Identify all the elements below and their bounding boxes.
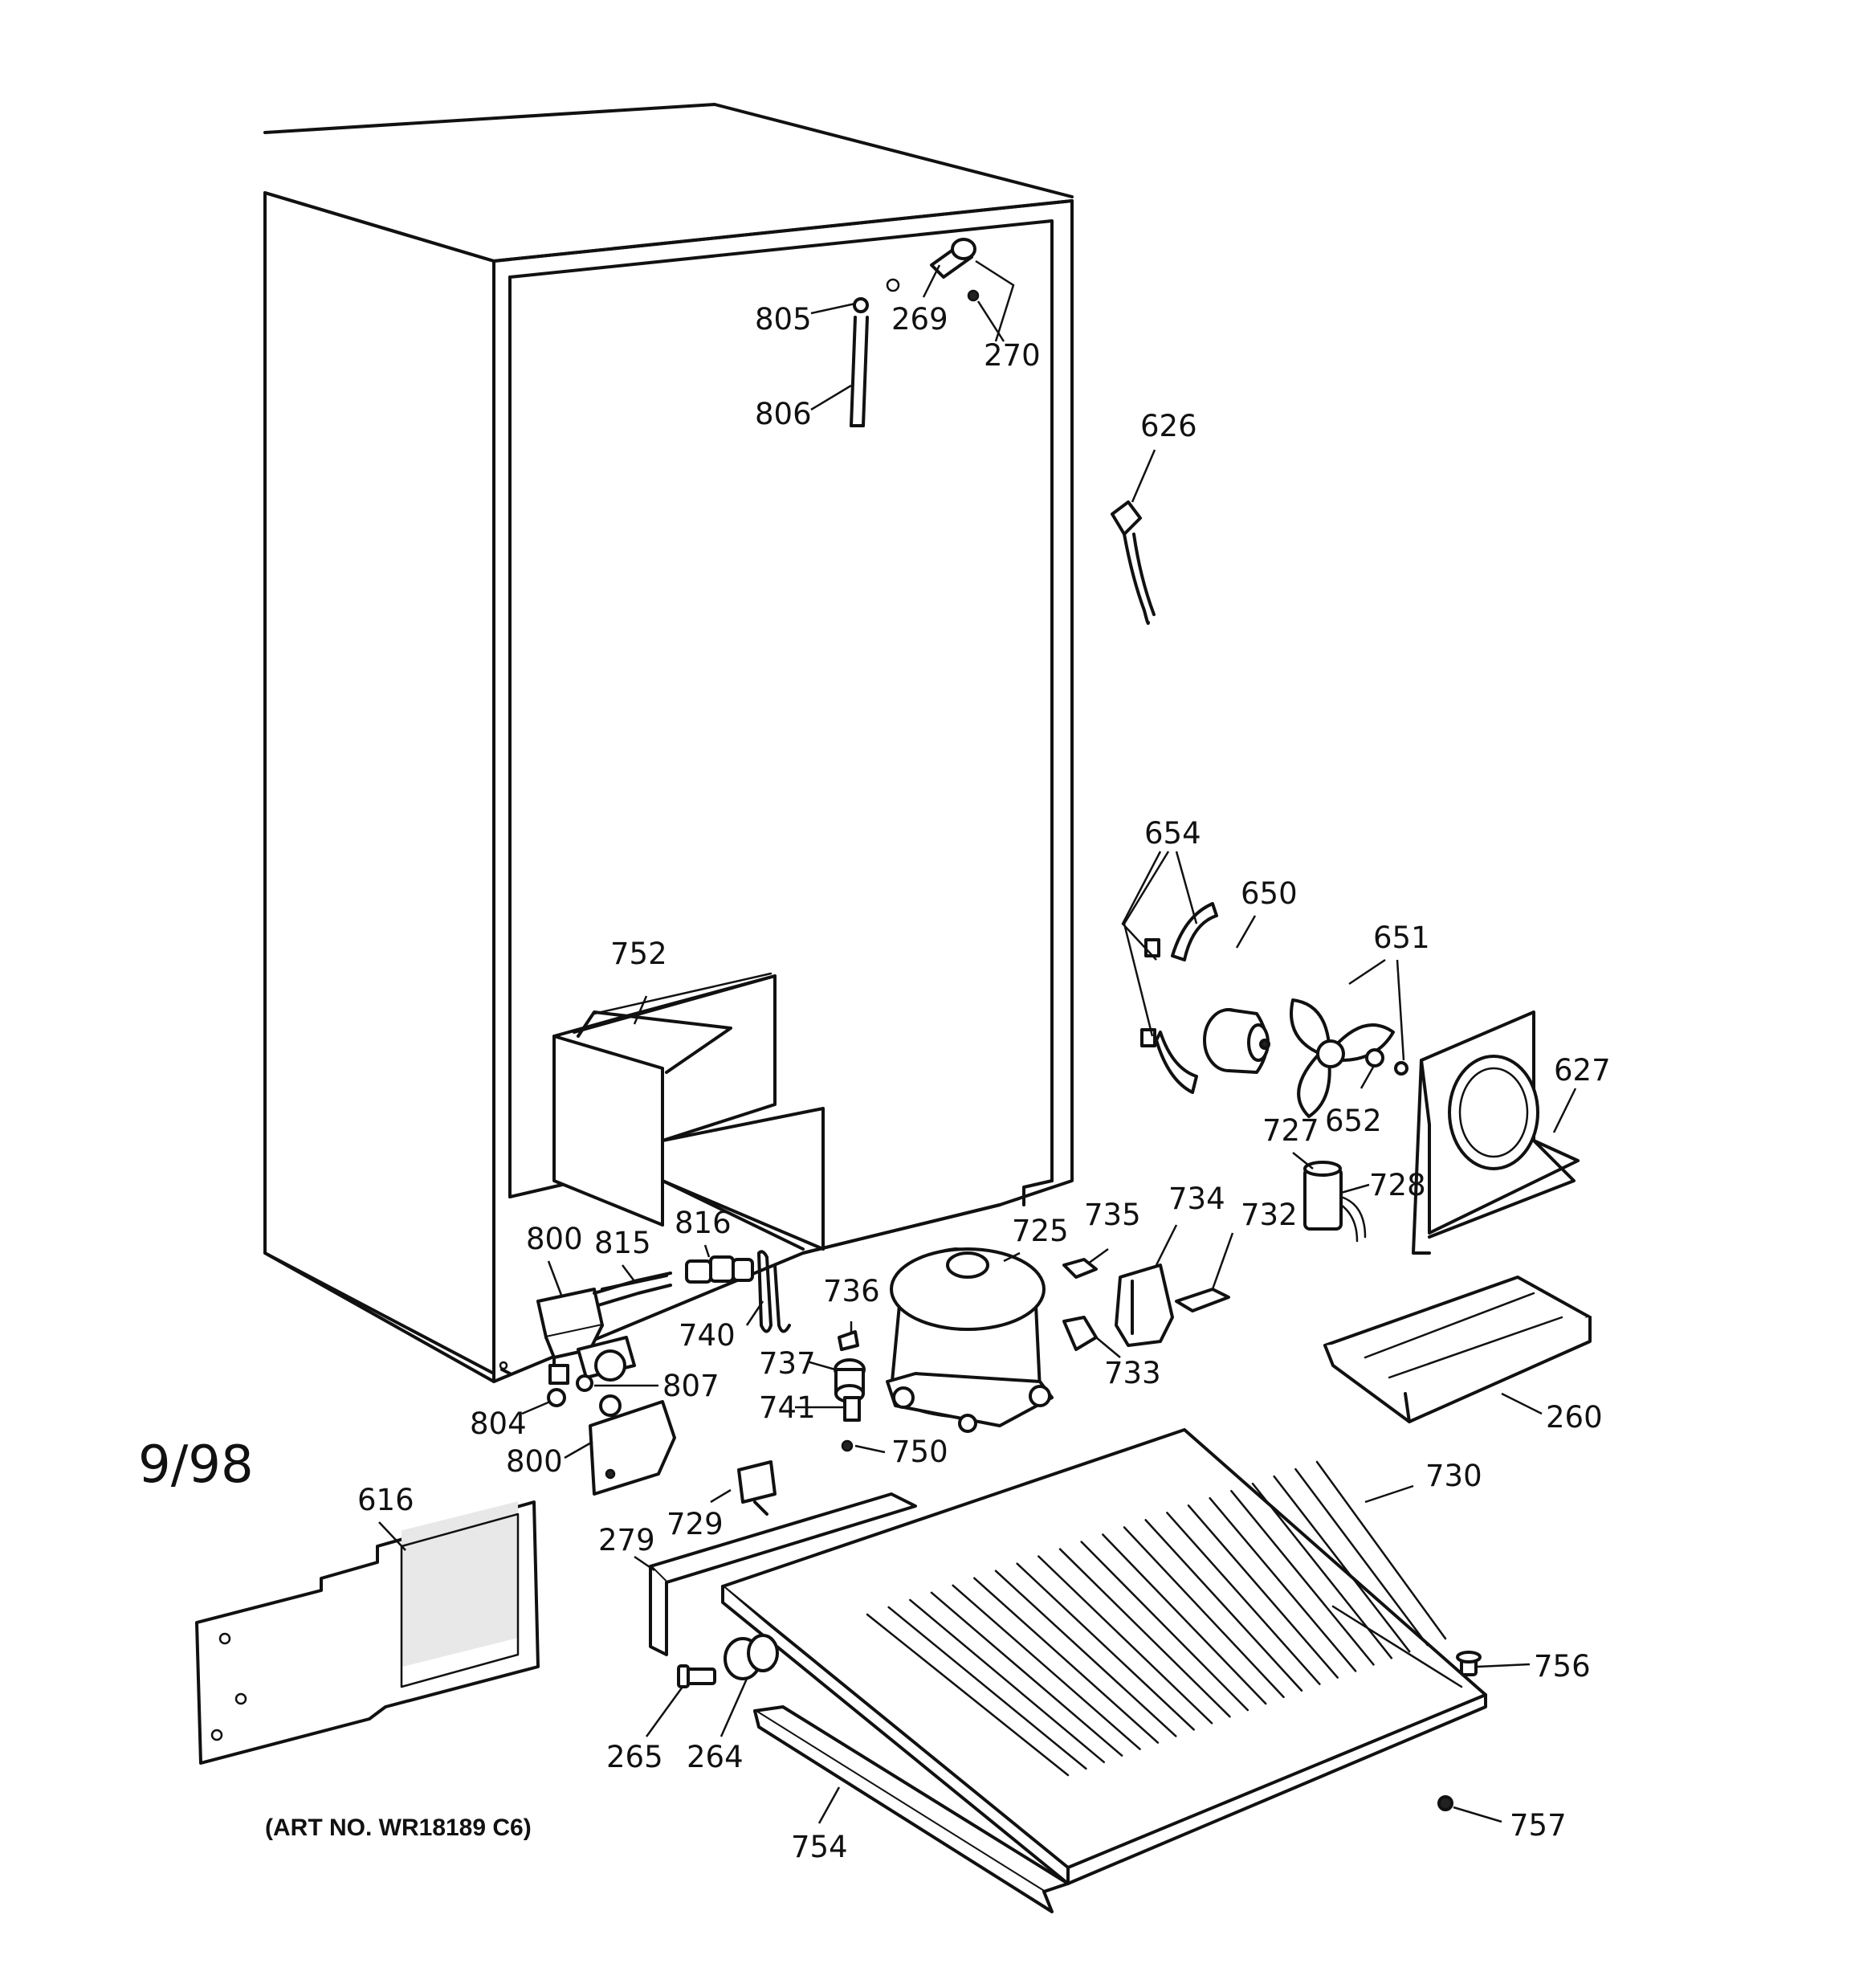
tube-815	[601, 1274, 668, 1291]
small-parts-736-750	[834, 1330, 866, 1452]
label-270: 270	[984, 338, 1041, 373]
tube-806	[850, 278, 900, 427]
label-265: 265	[606, 1740, 663, 1774]
grille-616	[195, 1500, 540, 1765]
coil-tube	[1187, 1504, 1339, 1679]
label-260: 260	[1546, 1400, 1603, 1435]
label-816: 816	[675, 1206, 732, 1240]
cabinet	[263, 103, 1074, 1383]
label-736: 736	[823, 1274, 880, 1308]
date-code: 9/98	[138, 1435, 254, 1495]
nuts-804-807	[547, 1374, 593, 1407]
coil-tube	[1123, 1526, 1285, 1699]
coil-tube	[1273, 1475, 1411, 1653]
coil-tube	[866, 1613, 1070, 1777]
label-725: 725	[1012, 1214, 1069, 1248]
screws-756-757	[1437, 1651, 1482, 1811]
condenser-730	[721, 1428, 1487, 1885]
art-number: (ART NO. WR18189 C6)	[265, 1815, 532, 1841]
leader-lines	[378, 259, 1577, 1824]
clamp-269	[930, 238, 980, 302]
label-757: 757	[1510, 1808, 1567, 1843]
label-730: 730	[1425, 1459, 1482, 1493]
heater-740	[757, 1250, 791, 1333]
label-626: 626	[1140, 409, 1197, 443]
label-627: 627	[1554, 1053, 1611, 1088]
label-737: 737	[759, 1346, 816, 1381]
label-800a: 800	[526, 1222, 583, 1256]
label-740: 740	[679, 1318, 736, 1353]
label-279: 279	[598, 1523, 655, 1557]
label-804: 804	[470, 1406, 527, 1441]
part-729	[737, 1460, 777, 1516]
water-valve-800	[536, 1272, 672, 1385]
label-756: 756	[1534, 1649, 1591, 1684]
label-734: 734	[1168, 1182, 1225, 1216]
label-750: 750	[891, 1435, 948, 1469]
label-732: 732	[1241, 1198, 1298, 1232]
coil-tube	[994, 1570, 1177, 1737]
drain-duct-752	[552, 972, 825, 1251]
label-800b: 800	[506, 1444, 563, 1479]
coil-tube	[1209, 1496, 1357, 1672]
power-cord-626	[1111, 500, 1156, 625]
compressor-725	[886, 1247, 1054, 1433]
label-807: 807	[662, 1369, 720, 1403]
label-654: 654	[1144, 816, 1201, 851]
capacitor-727	[1303, 1161, 1367, 1243]
label-616: 616	[357, 1483, 414, 1517]
coil-tube	[1080, 1541, 1249, 1712]
coil-tube	[1144, 1519, 1303, 1692]
label-728: 728	[1369, 1168, 1426, 1202]
label-733: 733	[1104, 1356, 1161, 1390]
coil-tube	[1230, 1489, 1375, 1666]
relay-parts	[1062, 1258, 1230, 1351]
coil-tube	[1315, 1460, 1447, 1640]
label-752: 752	[610, 937, 667, 971]
front-rail-754	[753, 1705, 1070, 1913]
bushing-264	[724, 1634, 779, 1680]
label-806: 806	[755, 397, 812, 431]
coil-tube	[1058, 1548, 1231, 1718]
coil-tube	[909, 1598, 1106, 1764]
rail-279	[649, 1492, 917, 1656]
fan-shroud-627	[1412, 1010, 1580, 1255]
fan-motor-650	[1203, 1008, 1270, 1074]
drain-pan-260	[1323, 1276, 1592, 1423]
label-741: 741	[759, 1390, 816, 1425]
label-651: 651	[1373, 921, 1430, 955]
bolt-265	[677, 1664, 716, 1688]
coil-tube	[1037, 1555, 1213, 1725]
label-754: 754	[791, 1830, 848, 1864]
coil-tube	[1166, 1512, 1321, 1685]
label-264: 264	[687, 1740, 744, 1774]
part-labels: 805 269 270 806 626 654 650 651 652 627 …	[138, 302, 1611, 1864]
label-269: 269	[891, 302, 948, 337]
brackets-654	[1140, 902, 1218, 1094]
coil-tube	[1294, 1468, 1429, 1647]
label-805: 805	[755, 302, 812, 337]
coil-tube	[952, 1584, 1141, 1750]
label-652: 652	[1325, 1104, 1382, 1138]
coil-tube	[930, 1591, 1123, 1757]
coil-tube	[1102, 1533, 1267, 1705]
coil-tubes	[866, 1460, 1447, 1777]
bracket-800	[589, 1394, 676, 1496]
label-815: 815	[594, 1226, 651, 1260]
coil-tube	[1016, 1562, 1195, 1731]
fan-blade-651	[1290, 998, 1408, 1118]
label-735: 735	[1084, 1198, 1141, 1232]
coil-tube	[973, 1577, 1160, 1744]
label-650: 650	[1241, 876, 1298, 911]
union-816	[685, 1255, 754, 1284]
label-729: 729	[667, 1507, 724, 1541]
coil-tube	[887, 1606, 1087, 1770]
label-727: 727	[1262, 1113, 1319, 1148]
